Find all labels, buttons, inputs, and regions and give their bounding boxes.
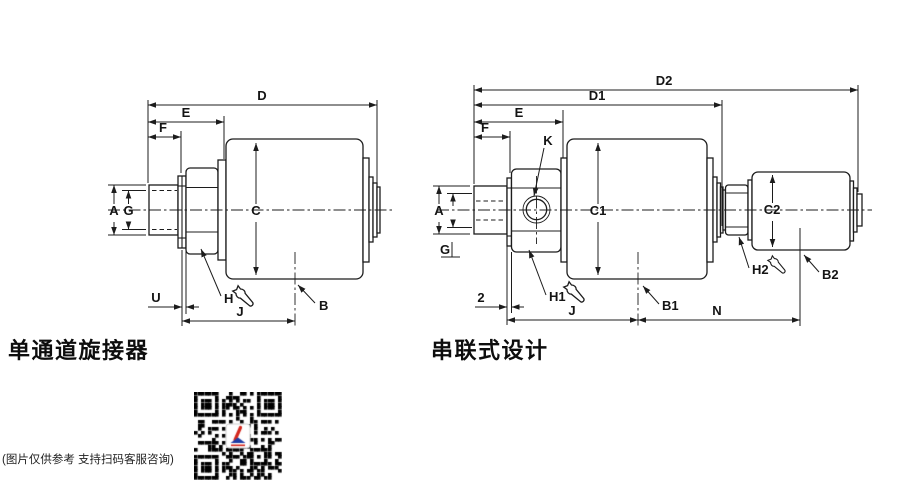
- dim-label-g: G: [440, 242, 450, 257]
- tandem-drawing: D2 D1 E F K A G C1 C2 2 H1 B1 H2 B2 J N: [433, 73, 872, 326]
- tandem-labels: D2 D1 E F K A G C1 C2 2 H1 B1 H2 B2 J N: [434, 73, 838, 318]
- leader-h: [200, 248, 222, 297]
- leader-b: [297, 284, 316, 304]
- housing-1: [566, 138, 708, 280]
- dim-label-f: F: [159, 120, 167, 135]
- hex-nut: [185, 167, 219, 255]
- dim-label-b1: B1: [662, 298, 679, 313]
- dim-label-h2: H2: [752, 262, 769, 277]
- single-channel-drawing: D E F A G C U H J B: [108, 88, 392, 326]
- tandem-dimensions: [433, 85, 859, 326]
- leader-h1: [528, 249, 547, 296]
- qr-code: [194, 392, 282, 480]
- dim-label-g: G: [123, 203, 133, 218]
- leader-k: [532, 147, 545, 197]
- dim-label-f: F: [481, 120, 489, 135]
- dim-label-e: E: [182, 105, 191, 120]
- dim-label-h1: H1: [549, 289, 566, 304]
- single-labels: D E F A G C U H J B: [109, 88, 328, 319]
- tandem-caption: 串联式设计: [431, 338, 549, 363]
- dim-label-c: C: [251, 203, 261, 218]
- dim-label-n: N: [712, 303, 721, 318]
- dim-label-d: D: [257, 88, 266, 103]
- dim-label-j: J: [568, 303, 575, 318]
- reference-note: (图片仅供参考 支持扫码客服咨询): [2, 454, 174, 466]
- leader-b2: [803, 254, 820, 273]
- dim-label-a: A: [434, 203, 444, 218]
- dim-label-u: U: [151, 290, 160, 305]
- dim-label-k: K: [543, 133, 553, 148]
- single-parts: [108, 138, 392, 280]
- dim-label-c2: C2: [764, 202, 781, 217]
- wrench-icon: [562, 280, 588, 306]
- dim-label-d2: D2: [656, 73, 673, 88]
- dim-label-d1: D1: [589, 88, 606, 103]
- housing: [225, 138, 364, 280]
- dim-label-e: E: [515, 105, 524, 120]
- dim-label-b: B: [319, 298, 328, 313]
- leader-b1: [642, 285, 660, 305]
- single-dimensions: [108, 100, 378, 326]
- dim-label-2: 2: [477, 290, 484, 305]
- dim-label-b2: B2: [822, 267, 839, 282]
- dim-label-h: H: [224, 291, 233, 306]
- leader-h2: [738, 236, 750, 269]
- dim-label-j: J: [236, 304, 243, 319]
- tandem-parts: [437, 138, 872, 280]
- dim-label-a: A: [109, 203, 119, 218]
- single-channel-caption: 单通道旋接器: [8, 338, 150, 363]
- wrench-icon: [766, 254, 788, 276]
- dim-label-c1: C1: [590, 203, 607, 218]
- technical-drawing: D E F A G C U H J B: [108, 73, 872, 326]
